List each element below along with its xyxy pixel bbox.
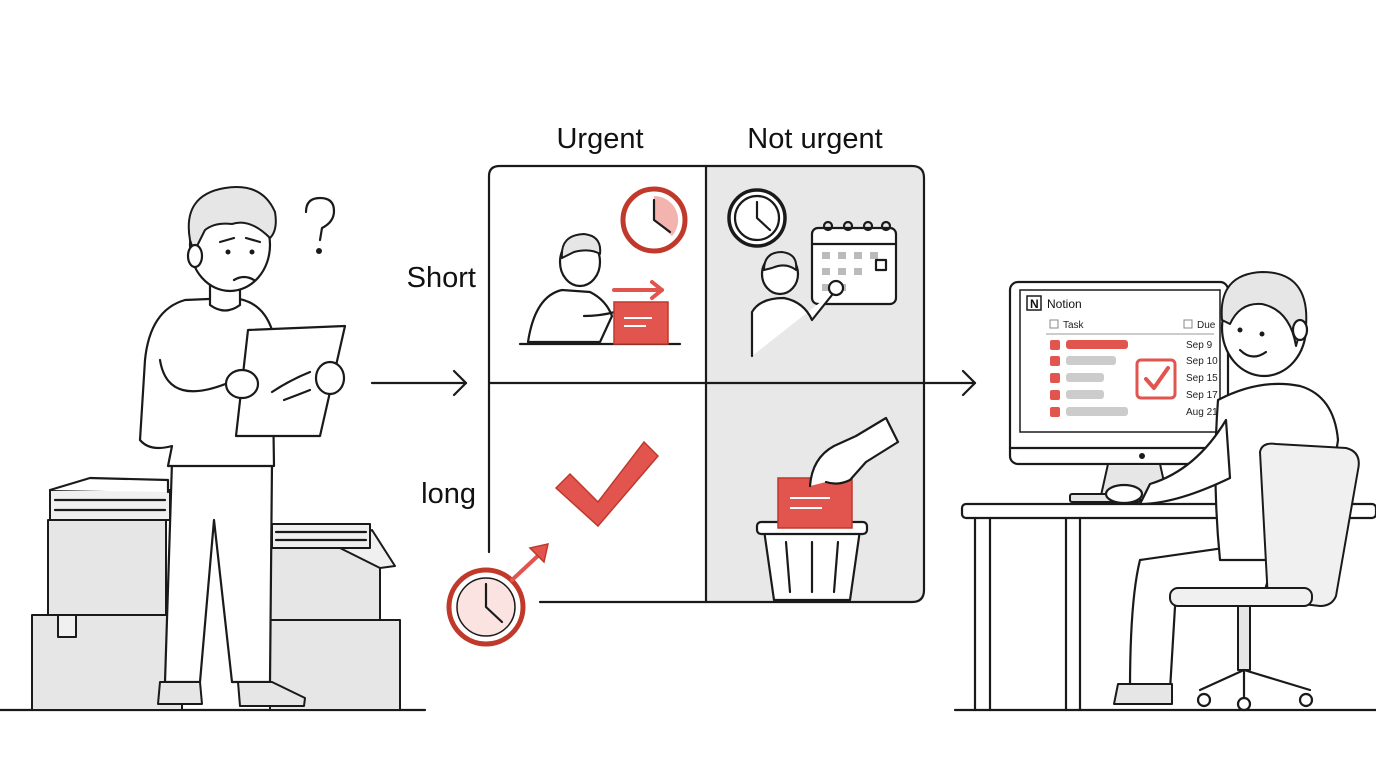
chair-seat (1169, 587, 1313, 607)
big-check-icon (1135, 358, 1177, 400)
discarded-task-card (777, 477, 853, 529)
open-box (269, 547, 381, 621)
quadrant-urgent-long-art (446, 440, 660, 647)
row-header-short: Short (407, 262, 476, 294)
due-column-icon (1183, 319, 1193, 329)
checkmark-icon (554, 440, 660, 528)
task-title-bar (1066, 373, 1104, 382)
notion-app-title: Notion (1047, 297, 1082, 311)
task-title-bar (1066, 390, 1104, 399)
quadrant-not-urgent-long-art (755, 416, 900, 602)
notion-task-row[interactable]: Sep 17 (1050, 390, 1218, 401)
row-header-long: long (421, 478, 476, 510)
task-due-date: Sep 17 (1186, 390, 1218, 401)
task-checkbox-icon[interactable] (1050, 373, 1060, 383)
task-checkbox-icon[interactable] (1050, 390, 1060, 400)
task-title-bar (1066, 356, 1116, 365)
task-checkbox-icon[interactable] (1050, 340, 1060, 350)
left-scene (0, 186, 468, 712)
paper-stack (271, 523, 371, 549)
paper-stack (49, 489, 171, 521)
notion-app: N Notion Task Due Sep 9 Sep 10 Sep 15 (1026, 295, 1218, 418)
hand (808, 416, 900, 488)
hand (1104, 483, 1144, 505)
chair-backrest (1259, 442, 1360, 607)
arrow-icon (370, 369, 468, 397)
task-title-bar (1066, 340, 1128, 349)
office-chair (1169, 442, 1360, 712)
person-legs (1128, 538, 1282, 692)
person-legs (163, 460, 274, 684)
right-scene: N Notion Task Due Sep 9 Sep 10 Sep 15 (953, 271, 1376, 712)
chair-post (1237, 605, 1251, 671)
notion-task-row[interactable]: Aug 21 (1050, 407, 1218, 418)
task-due-date: Sep 10 (1186, 356, 1218, 367)
box-tape (57, 614, 77, 638)
shoe (1113, 683, 1173, 705)
notion-column-due: Due (1197, 320, 1216, 331)
planner-body (750, 288, 838, 358)
shoe (157, 681, 203, 705)
shoe (237, 681, 306, 707)
hand (314, 360, 346, 396)
box (47, 519, 167, 616)
notion-task-row[interactable]: Sep 9 (1050, 340, 1213, 351)
task-column-icon (1049, 319, 1059, 329)
task-title-bar (1066, 407, 1128, 416)
priority-matrix: Urgent Not urgent Short long (407, 123, 977, 647)
column-header-urgent: Urgent (556, 123, 643, 155)
column-header-not-urgent: Not urgent (747, 123, 882, 155)
notion-task-row[interactable]: Sep 10 (1050, 356, 1218, 367)
notion-logo-icon (1026, 295, 1042, 311)
question-mark-icon (304, 196, 336, 242)
quadrant-urgent-short-art (518, 186, 688, 346)
arrow-icon (961, 369, 977, 397)
task-due-date: Aug 21 (1186, 407, 1218, 418)
person-hair (187, 186, 277, 253)
task-checkbox-icon[interactable] (1050, 356, 1060, 366)
confused-person (138, 186, 347, 707)
notion-task-row[interactable]: Sep 15 (1050, 373, 1218, 384)
task-card (613, 301, 669, 345)
matrix-border (487, 164, 926, 604)
person-arm (1138, 418, 1232, 506)
task-due-date: Sep 15 (1186, 373, 1218, 384)
box-stack (31, 476, 401, 711)
notion-logo-letter: N (1030, 297, 1039, 311)
quadrant-not-urgent-short-art (727, 188, 898, 358)
task-due-date: Sep 9 (1186, 340, 1213, 351)
notion-column-task: Task (1063, 320, 1085, 331)
hand (224, 368, 260, 400)
arrow-icon (528, 543, 549, 564)
task-checkbox-icon[interactable] (1050, 407, 1060, 417)
